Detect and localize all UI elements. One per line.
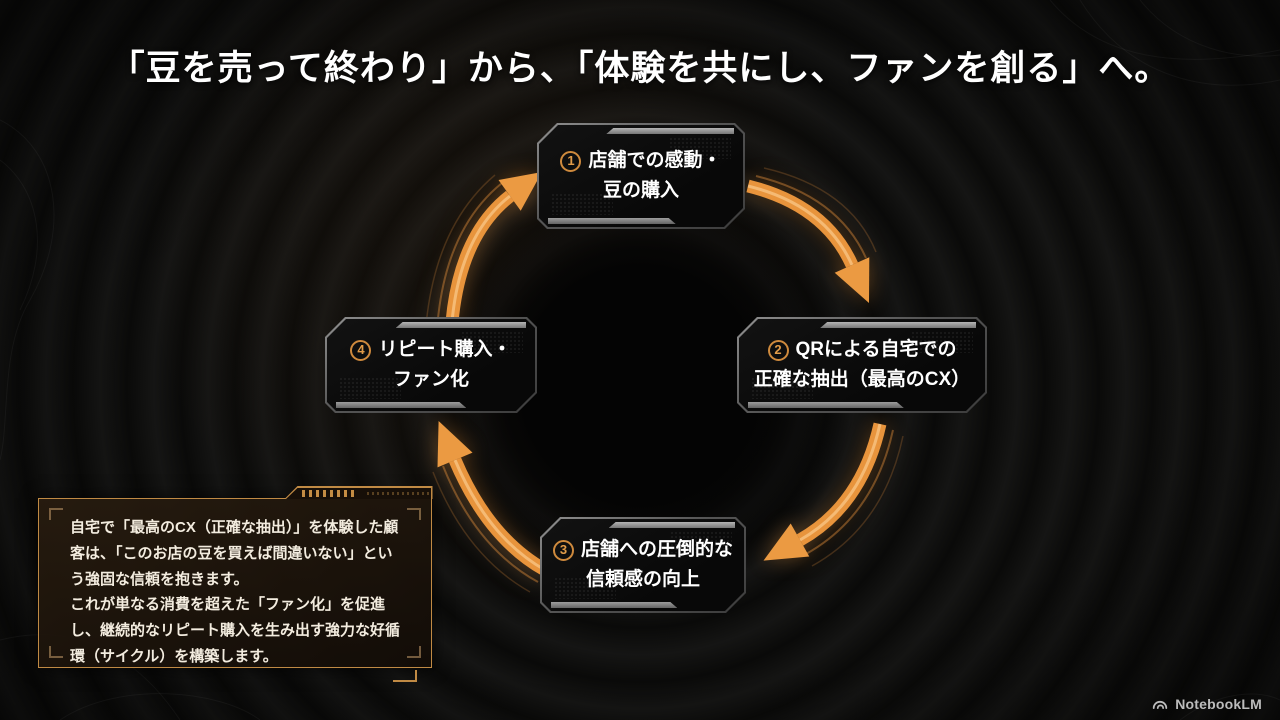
cycle-node-1: 1 店舗での感動・ 豆の購入 — [537, 123, 745, 229]
corner-bracket-icon — [407, 508, 421, 520]
barcode-decoration — [302, 489, 357, 497]
panel-hatch-decoration — [339, 377, 401, 399]
node-label-line1: 店舗への圧倒的な — [580, 538, 733, 560]
panel-bottom-bar — [748, 402, 904, 408]
node-label-line1: QRによる自宅での — [795, 338, 957, 360]
annotation-panel: 自宅で「最高のCX（正確な抽出）」を体験した顧客は、「このお店の豆を買えば間違い… — [38, 486, 433, 682]
annotation-text: 自宅で「最高のCX（正確な抽出）」を体験した顧客は、「このお店の豆を買えば間違い… — [70, 515, 405, 670]
notebooklm-brand: NotebookLM — [1151, 696, 1262, 712]
panel-bottom-bar — [336, 402, 466, 408]
node-label-line2: 正確な抽出（最高のCX） — [753, 368, 971, 390]
annotation-paragraph: これが単なる消費を超えた「ファン化」を促進し、継続的なリピート購入を生み出す強力… — [70, 596, 401, 665]
cycle-node-4: 4 リピート購入・ ファン化 — [325, 317, 537, 413]
microtext-decoration — [366, 491, 431, 495]
panel-hatch-decoration — [669, 137, 731, 159]
annotation-tab-inner — [286, 487, 431, 499]
cycle-node-4-panel: 4 リピート購入・ ファン化 — [327, 319, 535, 411]
step-number-badge: 3 — [553, 540, 574, 561]
step-number-badge: 1 — [560, 151, 581, 172]
annotation-paragraph: 自宅で「最高のCX（正確な抽出）」を体験した顧客は、「このお店の豆を買えば間違い… — [70, 519, 399, 588]
panel-top-bar — [820, 322, 976, 328]
notebooklm-logo-icon — [1153, 700, 1168, 709]
annotation-tab — [284, 486, 433, 499]
panel-hatch-decoration — [911, 331, 973, 353]
panel-hatch-decoration — [751, 377, 813, 399]
panel-bottom-bar — [548, 218, 676, 224]
panel-bottom-bar — [551, 602, 677, 608]
cycle-node-2: 2 QRによる自宅での 正確な抽出（最高のCX） — [737, 317, 987, 413]
step-number-badge: 4 — [350, 340, 371, 361]
panel-top-bar — [606, 128, 734, 134]
callout-accent-decoration — [393, 670, 417, 682]
panel-hatch-decoration — [461, 331, 523, 353]
cycle-node-3-panel: 3 店舗への圧倒的な 信頼感の向上 — [542, 519, 744, 611]
corner-bracket-icon — [407, 646, 421, 658]
page-title: 「豆を売って終わり」から、「体験を共にし、ファンを創る」へ。 — [109, 49, 1171, 88]
cycle-node-2-panel: 2 QRによる自宅での 正確な抽出（最高のCX） — [739, 319, 985, 411]
cycle-node-3: 3 店舗への圧倒的な 信頼感の向上 — [540, 517, 746, 613]
node-label-line2: ファン化 — [392, 368, 469, 390]
node-label-line2: 信頼感の向上 — [585, 568, 700, 590]
corner-bracket-icon — [49, 646, 63, 658]
step-number-badge: 2 — [768, 340, 789, 361]
node-label-line1: リピート購入・ — [378, 338, 512, 360]
panel-hatch-decoration — [670, 531, 732, 553]
panel-top-bar — [396, 322, 526, 328]
panel-top-bar — [609, 522, 735, 528]
panel-hatch-decoration — [551, 193, 613, 215]
cycle-node-1-panel: 1 店舗での感動・ 豆の購入 — [539, 125, 743, 227]
panel-hatch-decoration — [554, 577, 616, 599]
node-label-line1: 店舗での感動・ — [588, 149, 722, 171]
notebooklm-wordmark: NotebookLM — [1175, 696, 1262, 712]
corner-bracket-icon — [49, 508, 63, 520]
node-label-line2: 豆の購入 — [602, 179, 679, 201]
